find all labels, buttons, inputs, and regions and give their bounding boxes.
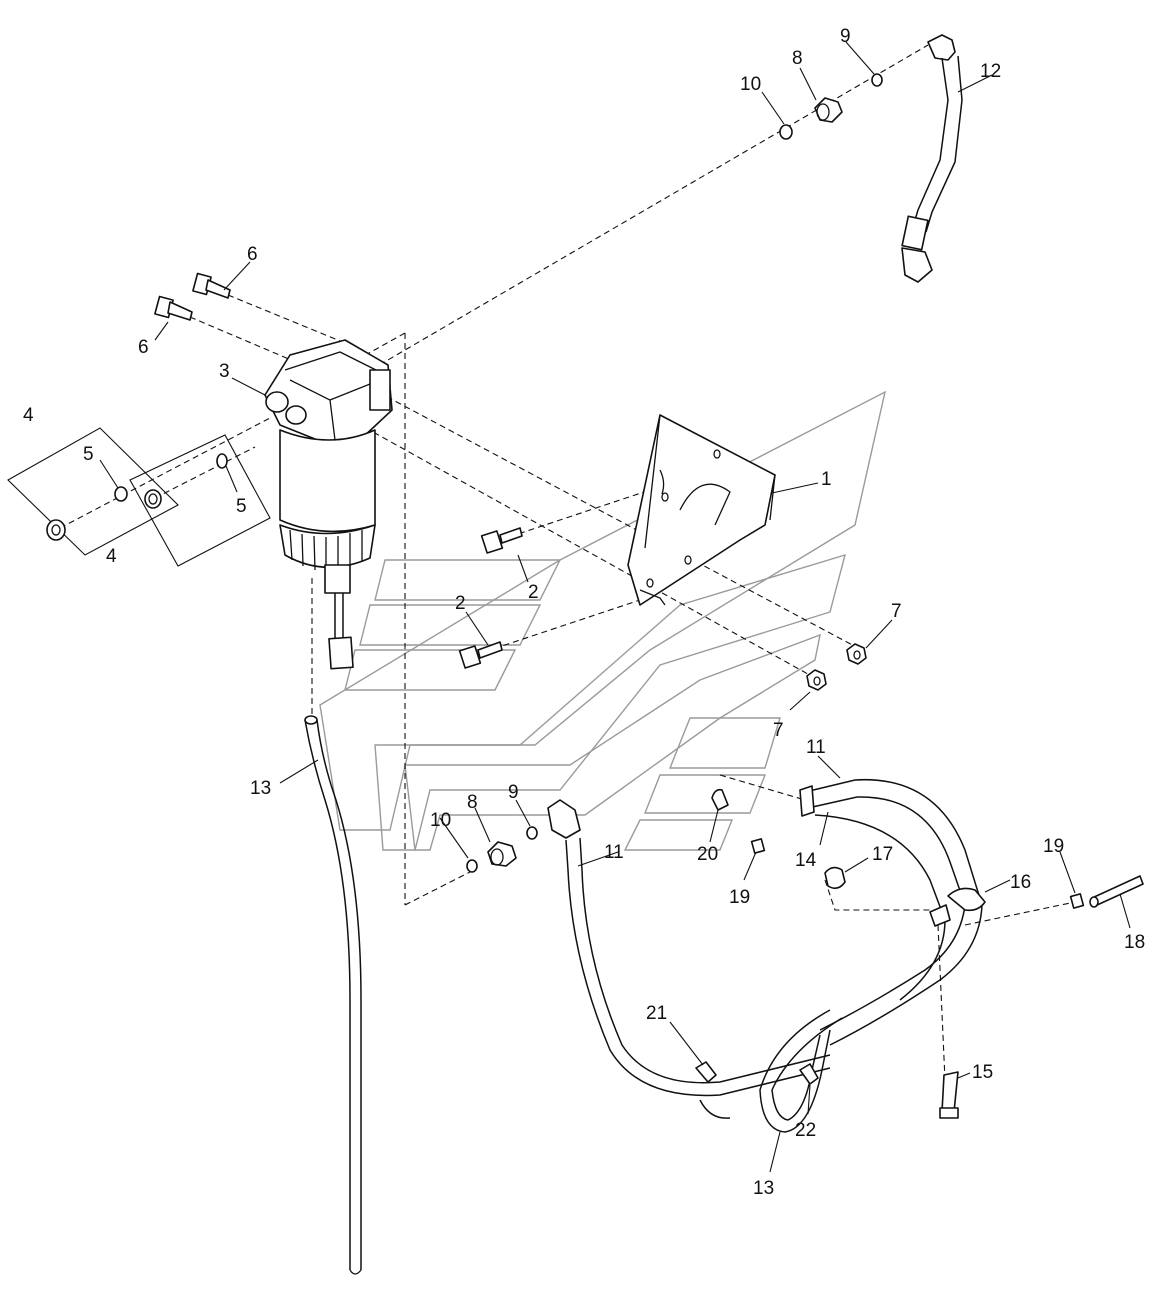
callout-20: 20 (697, 844, 718, 865)
hose-11-lower (547, 799, 831, 1097)
nut-7-lower (806, 669, 827, 691)
hose-11-upper (799, 778, 983, 1046)
callout-2-lower: 2 (455, 593, 466, 614)
callout-19-right: 19 (1043, 836, 1064, 857)
fuel-filter-3 (264, 339, 393, 670)
callout-9-upper: 9 (840, 26, 851, 47)
callout-13-left: 13 (250, 778, 271, 799)
washer-10-upper (779, 124, 793, 140)
hose-13-left (304, 715, 362, 1275)
callout-2-upper: 2 (528, 582, 539, 603)
callout-8-upper: 8 (792, 48, 803, 69)
bolt-6-upper (192, 272, 231, 299)
mounting-bracket-1 (627, 414, 776, 606)
assembly-reference-lines (59, 44, 1076, 1081)
callout-10-lower: 10 (430, 810, 451, 831)
callout-18: 18 (1124, 932, 1145, 953)
callout-19-left: 19 (729, 887, 750, 908)
callout-11-upper: 11 (806, 737, 826, 758)
callout-8-lower: 8 (467, 792, 478, 813)
callout-16: 16 (1010, 872, 1031, 893)
fitting-19-left (750, 838, 766, 854)
watermark-logo (319, 390, 887, 851)
callout-3: 3 (219, 361, 230, 382)
callout-7-lower: 7 (773, 720, 784, 741)
callout-4-upper: 4 (23, 405, 34, 426)
clamp-16 (929, 887, 986, 927)
pin-18 (1089, 875, 1144, 908)
bolt-6-lower (154, 295, 193, 321)
callout-13-lower: 13 (753, 1178, 774, 1199)
clip-20 (711, 788, 729, 811)
callout-10-upper: 10 (740, 74, 761, 95)
washer-9-lower (526, 826, 538, 840)
bolt-2-lower (458, 641, 503, 669)
washer-10-lower (466, 859, 478, 873)
callout-9-lower: 9 (508, 782, 519, 803)
callout-labels: 1 2 2 3 4 4 5 5 6 6 7 7 8 8 9 9 10 10 11… (23, 26, 1145, 1199)
callout-17: 17 (872, 844, 893, 865)
callout-4-lower: 4 (106, 546, 117, 567)
callout-14: 14 (795, 850, 817, 871)
callout-1: 1 (821, 469, 832, 490)
fitting-8-lower (487, 841, 517, 867)
cap-17 (824, 866, 846, 890)
fitting-19-right (1069, 893, 1085, 909)
clip-22 (799, 1063, 819, 1085)
nut-7-right (846, 643, 867, 665)
clip-21 (695, 1061, 717, 1083)
bolt-15 (939, 1071, 959, 1119)
callout-5-left: 5 (83, 444, 94, 465)
callout-5-right: 5 (236, 496, 247, 517)
callout-6-upper: 6 (247, 244, 258, 265)
bolt-2-upper (480, 527, 523, 554)
callout-11-lower: 11 (604, 842, 624, 863)
callout-21: 21 (646, 1003, 667, 1024)
fitting-8-upper (814, 97, 843, 123)
group-4-5-right (129, 434, 271, 567)
callout-15: 15 (972, 1062, 993, 1083)
callout-6-lower: 6 (138, 337, 149, 358)
callout-12: 12 (980, 61, 1001, 82)
hose-13-loop (699, 1009, 843, 1133)
callout-leaders (99, 41, 1131, 1173)
washer-9-upper (871, 73, 883, 87)
fuel-line-12 (901, 34, 963, 283)
callout-7-upper: 7 (891, 601, 902, 622)
callout-22: 22 (795, 1120, 816, 1141)
group-4-5-left (7, 427, 179, 556)
